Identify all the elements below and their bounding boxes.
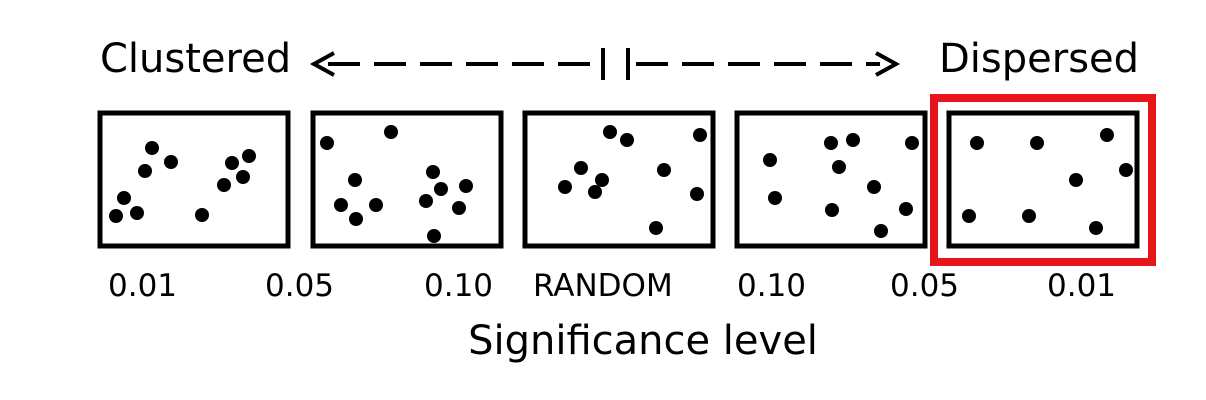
point <box>962 209 976 223</box>
point <box>427 229 441 243</box>
point <box>334 198 348 212</box>
scale-label-001-left: 0.01 <box>108 268 178 304</box>
point <box>109 209 123 223</box>
panel-frame <box>946 110 1140 249</box>
point <box>164 155 178 169</box>
point <box>1119 163 1133 177</box>
point <box>452 201 466 215</box>
panel-frame <box>734 110 928 249</box>
point <box>117 191 131 205</box>
point <box>1089 221 1103 235</box>
point <box>846 133 860 147</box>
point <box>434 182 448 196</box>
point <box>1022 209 1036 223</box>
scale-label-005-right: 0.05 <box>890 268 960 304</box>
panel-clustered-005 <box>310 110 504 249</box>
highlight-frame <box>930 94 1156 266</box>
scale-label-005-left: 0.05 <box>265 268 335 304</box>
point <box>236 170 250 184</box>
scale-label-random: RANDOM <box>533 268 673 304</box>
point <box>899 202 913 216</box>
scale-label-010-right: 0.10 <box>737 268 807 304</box>
point <box>603 125 617 139</box>
point <box>130 206 144 220</box>
direction-arrow <box>309 48 901 80</box>
point <box>145 141 159 155</box>
point <box>558 180 572 194</box>
point <box>620 133 634 147</box>
point <box>349 212 363 226</box>
panel-frame <box>97 110 291 249</box>
point <box>693 128 707 142</box>
clustered-label: Clustered <box>100 36 292 82</box>
point <box>217 178 231 192</box>
panel-dispersed-001 <box>930 94 1156 266</box>
point <box>649 221 663 235</box>
panel-frame <box>522 110 716 249</box>
point <box>657 163 671 177</box>
point <box>970 136 984 150</box>
panel-dispersed-005 <box>734 110 928 249</box>
point <box>595 173 609 187</box>
point <box>348 173 362 187</box>
point <box>138 164 152 178</box>
point <box>225 156 239 170</box>
point <box>369 198 383 212</box>
point <box>419 194 433 208</box>
panel-random <box>522 110 716 249</box>
point <box>588 185 602 199</box>
point <box>825 203 839 217</box>
point <box>867 180 881 194</box>
point <box>1030 136 1044 150</box>
point <box>459 179 473 193</box>
point <box>574 161 588 175</box>
point <box>768 191 782 205</box>
scale-label-010-left: 0.10 <box>424 268 494 304</box>
panel-clustered-001 <box>97 110 291 249</box>
point <box>763 153 777 167</box>
scale-label-001-right: 0.01 <box>1047 268 1117 304</box>
point <box>690 187 704 201</box>
axis-title: Significance level <box>468 318 818 364</box>
point <box>832 160 846 174</box>
point <box>195 208 209 222</box>
point <box>905 136 919 150</box>
point <box>1069 173 1083 187</box>
point <box>824 136 838 150</box>
arrow-right-head <box>875 51 901 77</box>
point <box>242 149 256 163</box>
arrow-left-head <box>309 51 335 77</box>
point <box>320 136 334 150</box>
dispersed-label: Dispersed <box>939 36 1140 82</box>
panel-frame <box>310 110 504 249</box>
point <box>1100 128 1114 142</box>
point <box>874 224 888 238</box>
point <box>426 165 440 179</box>
point <box>384 125 398 139</box>
